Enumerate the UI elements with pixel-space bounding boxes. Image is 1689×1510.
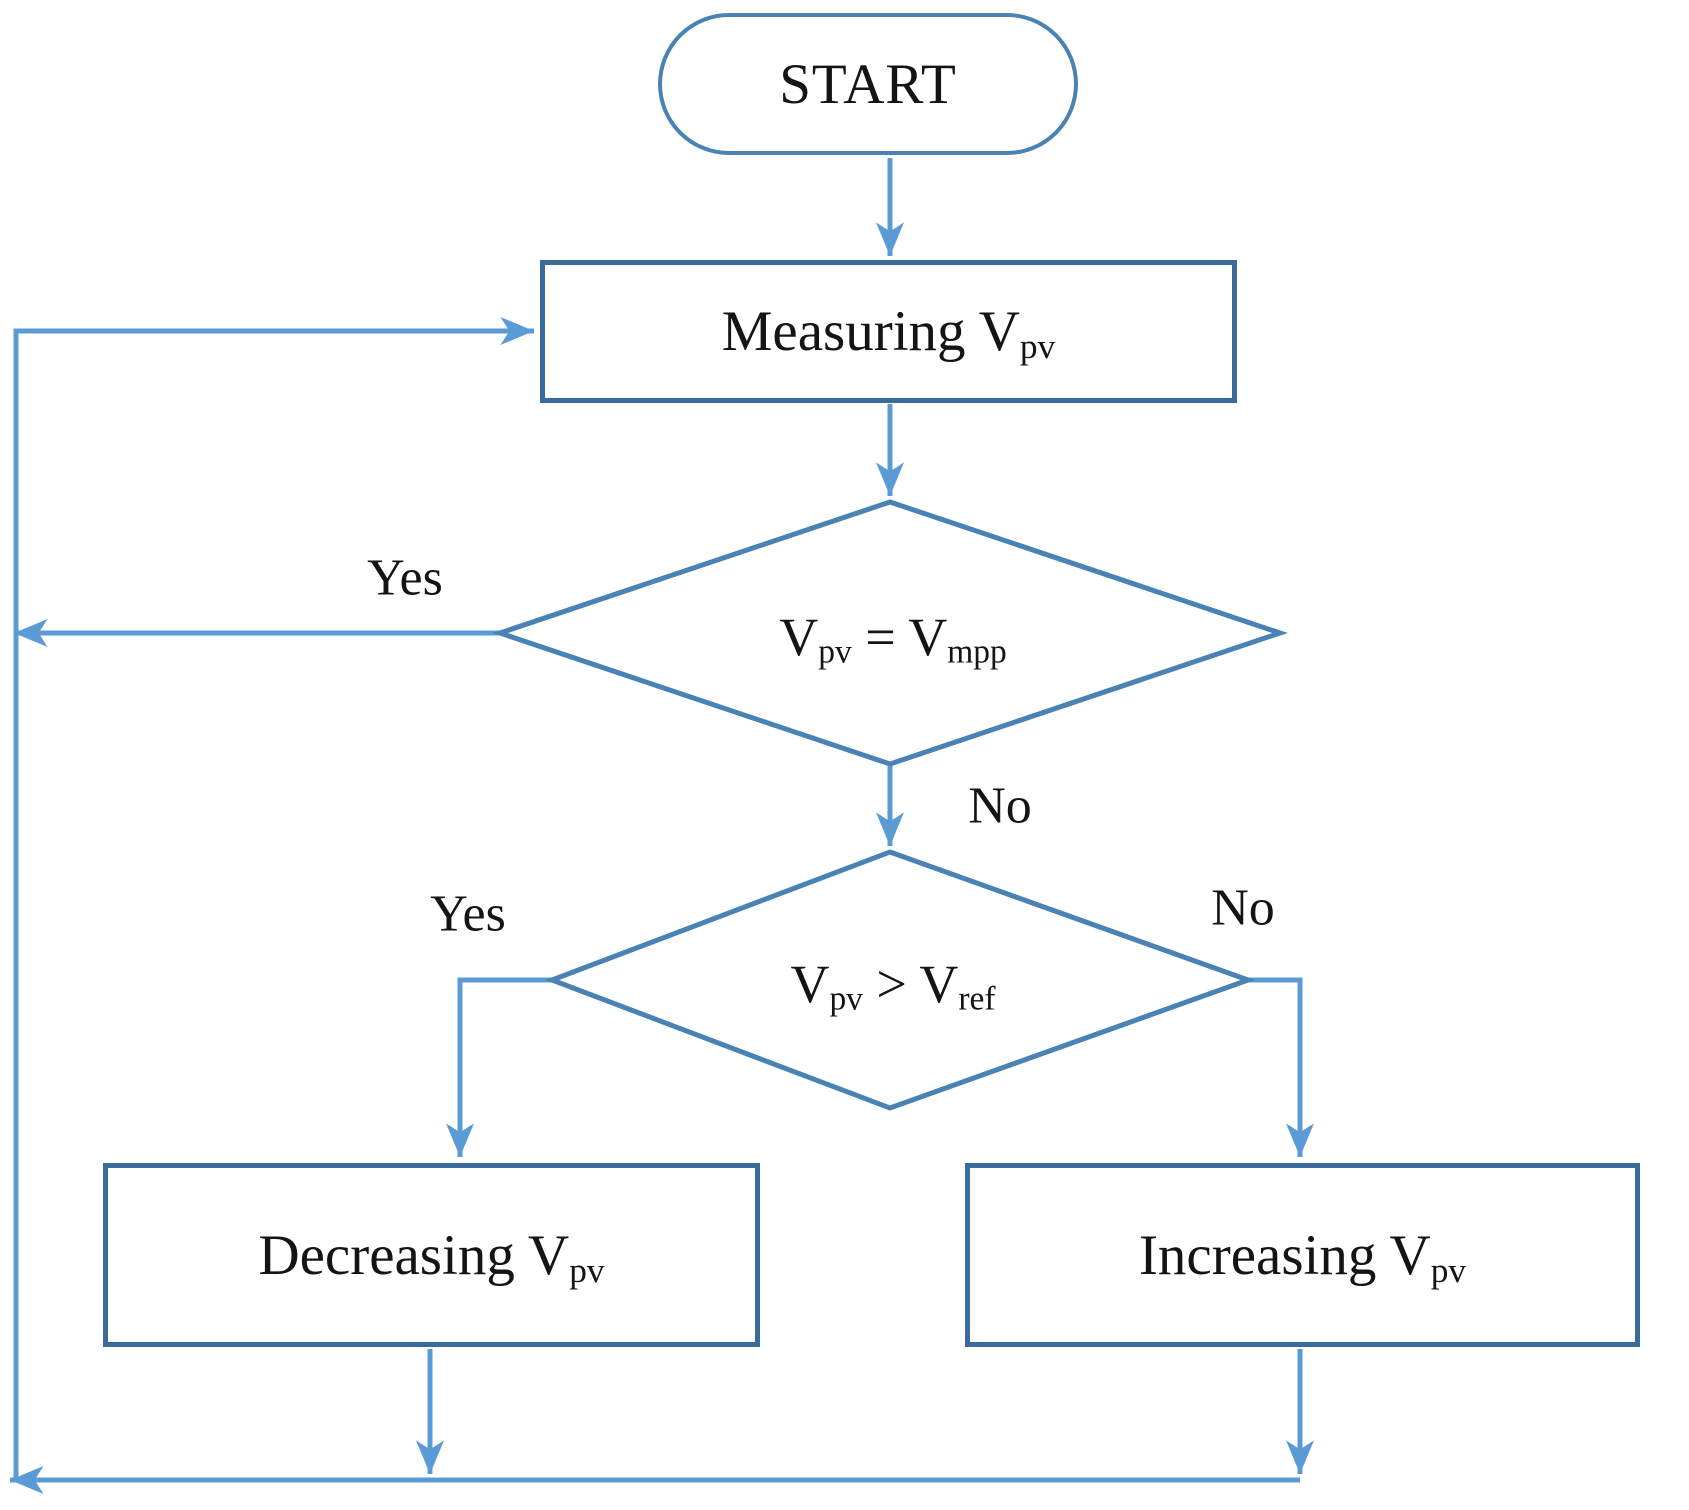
decrease-label-subscript: pv (569, 1250, 605, 1290)
decision1-sub2: mpp (947, 633, 1007, 671)
decision2-sub2: ref (958, 980, 996, 1018)
label-decision2-yes: Yes (430, 885, 506, 943)
edge-decision2-yes-to-decrease (446, 977, 552, 1157)
increase-label-subscript: pv (1430, 1250, 1467, 1290)
measure-label: Measuring Vpv (721, 300, 1056, 366)
increase-step-node: Increasing Vpv (965, 1163, 1640, 1347)
start-node: START (658, 13, 1078, 155)
edge-decision2-no-to-increase (1248, 977, 1314, 1157)
label-decision1-no: No (968, 777, 1032, 835)
decrease-label: Decreasing Vpv (258, 1223, 605, 1290)
decision1-sub1: pv (818, 633, 852, 671)
start-label: START (779, 52, 957, 116)
increase-label: Increasing Vpv (1138, 1223, 1467, 1290)
decrease-step-node: Decreasing Vpv (103, 1163, 760, 1347)
decision2-sub1: pv (829, 980, 863, 1018)
decision1-diamond-shape (492, 499, 1288, 767)
measure-label-subscript: pv (1019, 326, 1056, 366)
label-decision2-no: No (1211, 879, 1275, 937)
decision2-label: Vpv > Vref (790, 954, 996, 1018)
decision1-label: Vpv = Vmpp (779, 607, 1007, 671)
measure-step-node: Measuring Vpv (540, 260, 1237, 403)
decision2-diamond-shape (544, 849, 1256, 1111)
edge-left-loop-to-measure (13, 317, 534, 1482)
label-decision1-yes: Yes (367, 549, 443, 607)
